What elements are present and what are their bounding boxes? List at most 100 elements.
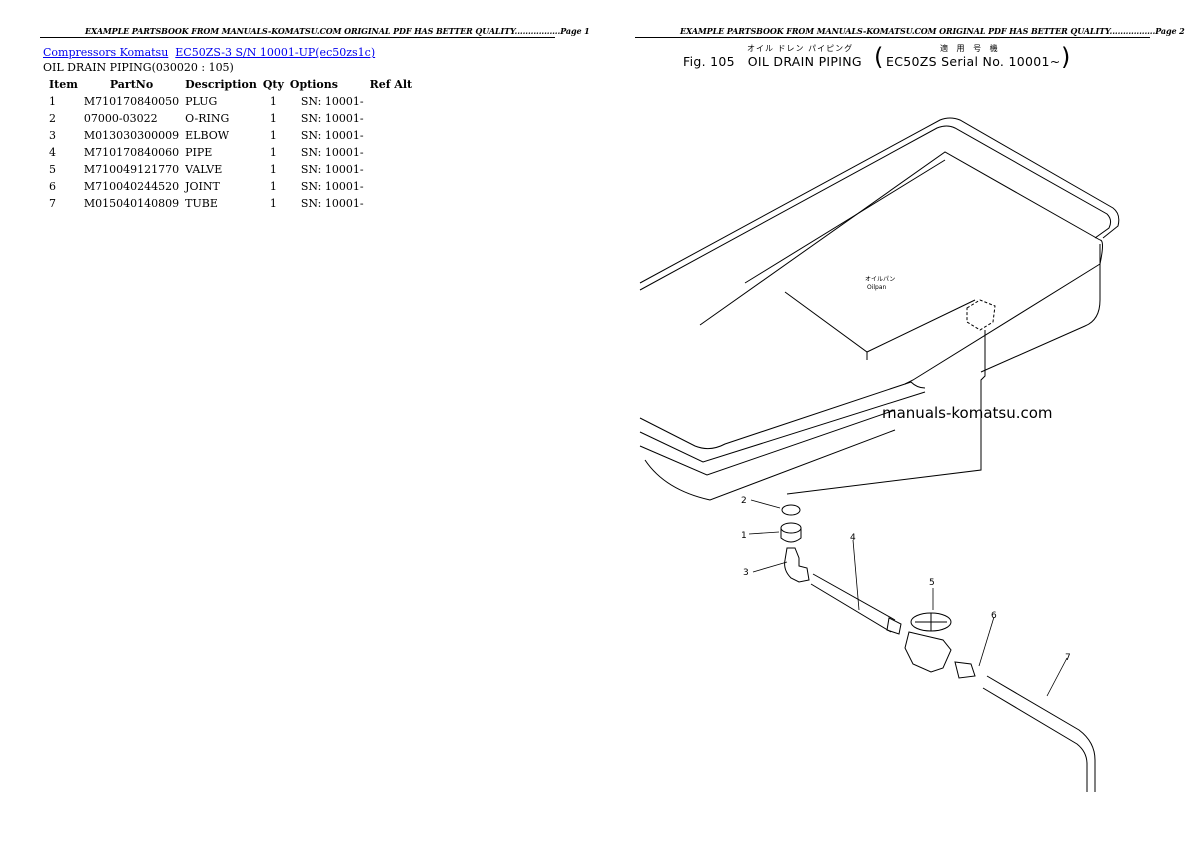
cell-partno: M015040140809 <box>83 197 180 210</box>
callout-2: 2 <box>741 496 747 506</box>
oil-pan-outline <box>639 117 1120 501</box>
pipe-part <box>812 573 896 621</box>
page-header: EXAMPLE PARTSBOOK FROM MANUALS-KOMATSU.C… <box>680 26 1185 36</box>
table-row: 1 M710170840050 PLUG 1 SN: 10001- <box>43 93 415 110</box>
callout-3: 3 <box>743 568 749 578</box>
col-header-qty: Qty <box>262 78 284 91</box>
breadcrumb-link-model[interactable]: EC50ZS-3 S/N 10001-UP(ec50zs1c) <box>175 46 376 59</box>
bracket-open: ( <box>874 43 884 71</box>
page-label: Page 2 <box>1155 26 1185 36</box>
cell-description: O-RING <box>185 112 230 125</box>
cell-options: SN: 10001- <box>300 112 364 125</box>
cell-refalt <box>367 178 416 195</box>
table-row: 4 M710170840060 PIPE 1 SN: 10001- <box>43 144 415 161</box>
valve-part <box>904 631 952 673</box>
cell-qty: 1 <box>269 180 277 193</box>
callout-1: 1 <box>741 531 747 541</box>
drain-assembly <box>780 504 1096 792</box>
cell-qty: 1 <box>269 146 277 159</box>
table-row: 6 M710040244520 JOINT 1 SN: 10001- <box>43 178 415 195</box>
callout-leaders <box>748 499 1068 697</box>
cell-partno: M710170840050 <box>83 95 180 108</box>
cell-partno: 07000-03022 <box>83 112 158 125</box>
figure-name: OIL DRAIN PIPING <box>747 54 862 69</box>
cell-options: SN: 10001- <box>300 180 364 193</box>
tube-part <box>986 675 1096 792</box>
watermark: manuals-komatsu.com <box>882 404 1053 422</box>
cell-options: SN: 10001- <box>300 197 364 210</box>
header-rule <box>635 37 1150 38</box>
cell-refalt <box>367 110 416 127</box>
parts-table: Item PartNo Description Qty Options Ref … <box>43 76 415 212</box>
cell-options: SN: 10001- <box>300 163 364 176</box>
table-row: 2 07000-03022 O-RING 1 SN: 10001- <box>43 110 415 127</box>
figure-label: Fig. 105 <box>683 54 735 69</box>
oilpan-japanese-label: オイルパン <box>865 276 895 283</box>
oilpan-label: Oilpan <box>867 284 887 291</box>
cell-partno: M710040244520 <box>83 180 180 193</box>
page-label: Page 1 <box>560 26 590 36</box>
header-text: EXAMPLE PARTSBOOK FROM MANUALS-KOMATSU.C… <box>85 26 561 36</box>
oil-drain-diagram: オイルパン Oilpan <box>639 117 1120 792</box>
cell-refalt <box>367 195 416 212</box>
cell-description: PLUG <box>185 95 218 108</box>
header-rule <box>40 37 555 38</box>
table-row: 5 M710049121770 VALVE 1 SN: 10001- <box>43 161 415 178</box>
cell-options: SN: 10001- <box>300 146 364 159</box>
cell-item: 3 <box>49 129 56 142</box>
cell-item: 5 <box>49 163 56 176</box>
serial-japanese: 適 用 号 機 <box>940 44 1001 53</box>
cell-refalt <box>367 93 416 110</box>
cell-item: 2 <box>49 112 56 125</box>
cell-item: 7 <box>49 197 56 210</box>
cell-qty: 1 <box>269 95 277 108</box>
col-header-options: Options <box>289 78 338 91</box>
callout-labels: 2 1 3 4 5 6 7 <box>741 496 1071 663</box>
callout-7: 7 <box>1065 653 1071 663</box>
cell-options: SN: 10001- <box>300 129 364 142</box>
section-title: OIL DRAIN PIPING(030020 : 105) <box>43 61 234 74</box>
col-header-description: Description <box>185 78 257 91</box>
header-text: EXAMPLE PARTSBOOK FROM MANUALS-KOMATSU.C… <box>680 26 1156 36</box>
table-header-row: Item PartNo Description Qty Options Ref … <box>43 76 415 93</box>
elbow-part <box>784 547 810 583</box>
cell-description: ELBOW <box>185 129 230 142</box>
cell-description: PIPE <box>185 146 213 159</box>
cell-description: TUBE <box>185 197 218 210</box>
cell-qty: 1 <box>269 163 277 176</box>
figure-title: Fig. 105 OIL DRAIN PIPING <box>683 54 862 69</box>
figure-serial: EC50ZS Serial No. 10001~ <box>886 54 1061 69</box>
plug-part <box>780 522 802 534</box>
cell-options: SN: 10001- <box>300 95 364 108</box>
cell-item: 6 <box>49 180 56 193</box>
col-header-refalt: Ref Alt <box>369 78 413 91</box>
o-ring-part <box>781 504 801 516</box>
callout-6: 6 <box>991 611 997 621</box>
cell-partno: M013030300009 <box>83 129 180 142</box>
table-row: 3 M013030300009 ELBOW 1 SN: 10001- <box>43 127 415 144</box>
cell-refalt <box>367 127 416 144</box>
cell-description: VALVE <box>185 163 223 176</box>
cell-qty: 1 <box>269 197 277 210</box>
table-row: 7 M015040140809 TUBE 1 SN: 10001- <box>43 195 415 212</box>
right-page: EXAMPLE PARTSBOOK FROM MANUALS-KOMATSU.C… <box>595 0 1190 842</box>
figure-title-japanese: オイル ドレン パイピング <box>747 44 854 53</box>
callout-4: 4 <box>850 533 856 543</box>
cell-item: 4 <box>49 146 56 159</box>
left-page: EXAMPLE PARTSBOOK FROM MANUALS-KOMATSU.C… <box>40 26 590 212</box>
cell-qty: 1 <box>269 112 277 125</box>
cell-partno: M710170840060 <box>83 146 180 159</box>
cell-description: JOINT <box>185 180 220 193</box>
cell-refalt <box>367 144 416 161</box>
breadcrumb-link-compressors[interactable]: Compressors Komatsu <box>43 46 169 59</box>
page-header: EXAMPLE PARTSBOOK FROM MANUALS-KOMATSU.C… <box>85 26 590 36</box>
bracket-close: ) <box>1061 43 1071 71</box>
callout-5: 5 <box>929 578 935 588</box>
col-header-partno: PartNo <box>109 78 154 91</box>
cell-item: 1 <box>49 95 56 108</box>
cell-qty: 1 <box>269 129 277 142</box>
cell-refalt <box>367 161 416 178</box>
cell-partno: M710049121770 <box>83 163 180 176</box>
breadcrumb: Compressors Komatsu EC50ZS-3 S/N 10001-U… <box>43 46 375 59</box>
col-header-item: Item <box>49 78 78 91</box>
